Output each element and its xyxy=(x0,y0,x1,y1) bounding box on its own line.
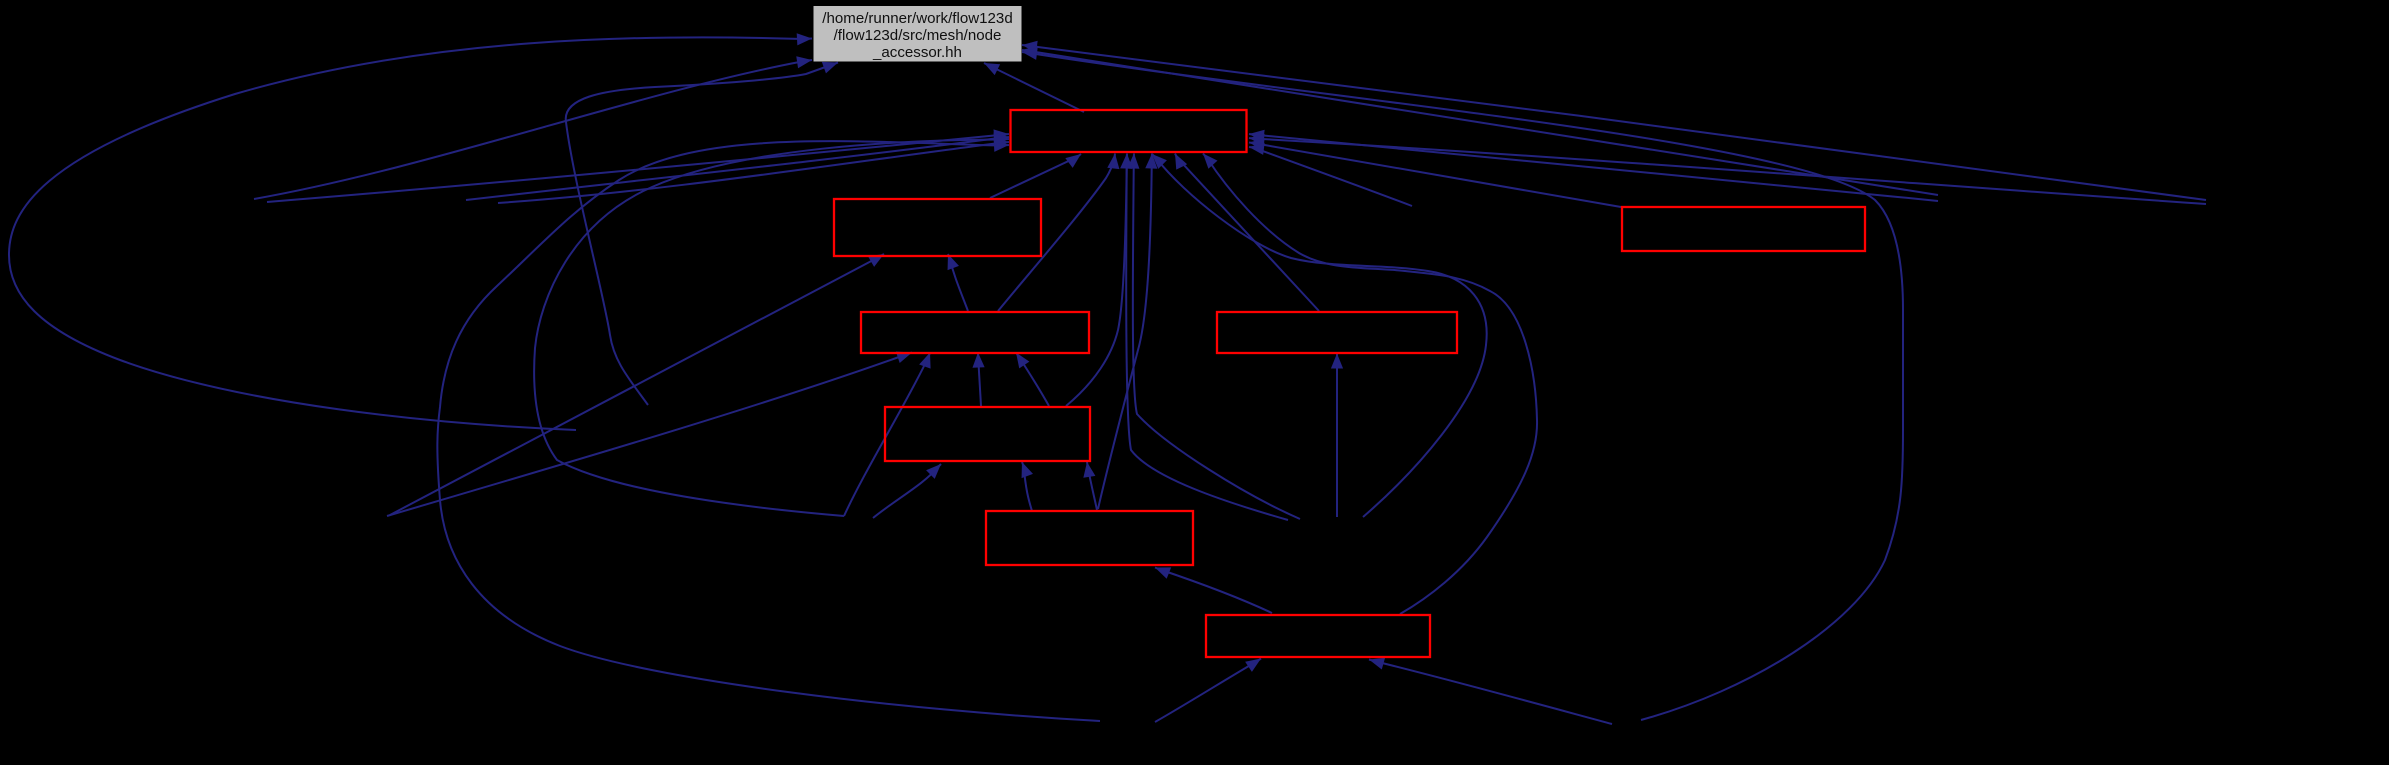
svg-text:/home/runner/work/flow123d: /home/runner/work/flow123d xyxy=(822,10,1012,27)
svg-text:/flow123d/src/mesh/node: /flow123d/src/mesh/node xyxy=(834,27,1002,44)
svg-text:_accessor.hh: _accessor.hh xyxy=(872,44,962,61)
